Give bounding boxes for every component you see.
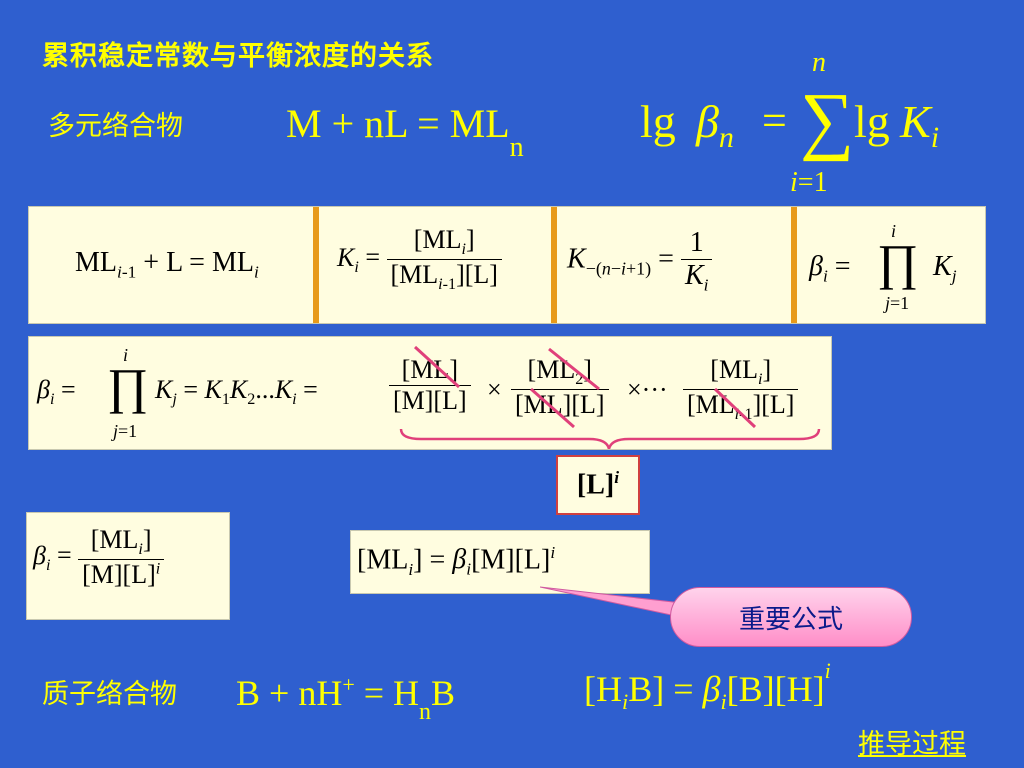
separator: [791, 207, 797, 323]
equation-ki-definition: Ki = [MLi][MLi-1][L]: [337, 225, 502, 294]
equation-beta-concentration: βi = [MLi][M][L]i: [33, 525, 165, 590]
equation-proton-complex: B + nH+ = HnB: [236, 672, 456, 726]
equation-lg-beta-sum: lg βn = n ∑ i=1 lg Ki: [640, 47, 940, 198]
slide-title: 累积稳定常数与平衡浓度的关系: [42, 41, 434, 72]
section-label-multi-complex: 多元络合物: [48, 111, 183, 142]
equation-multi-complex: M + nL = MLn: [286, 101, 524, 163]
cancellation-marks: [399, 345, 821, 449]
derivation-box: βi = i ∏ j=1 Kj = K1K2...Ki = [ML][M][L]…: [28, 336, 832, 450]
equation-mli-concentration: [MLi] = βi[M][L]i: [357, 543, 556, 579]
separator: [551, 207, 557, 323]
equation-hib-concentration: [HiB] = βi[B][H]i: [584, 658, 831, 715]
important-formula-callout: 重要公式: [670, 587, 912, 647]
equation-beta-expansion: βi = i ∏ j=1 Kj = K1K2...Ki = [ML][M][L]…: [37, 337, 827, 449]
beta-concentration-box: βi = [MLi][M][L]i: [26, 512, 230, 620]
stepwise-constants-box: MLi-1 + L = MLi Ki = [MLi][MLi-1][L] K−(…: [28, 206, 986, 324]
brace-result-box: [L]i: [556, 455, 640, 515]
derivation-link[interactable]: 推导过程: [858, 729, 966, 760]
equation-beta-product: βi = i ∏ j=1 Kj: [809, 221, 957, 313]
brace-result: [L]: [576, 469, 615, 501]
separator: [313, 207, 319, 323]
equation-stepwise-reaction: MLi-1 + L = MLi: [75, 247, 259, 282]
section-label-proton-complex: 质子络合物: [42, 679, 177, 710]
mli-concentration-box: [MLi] = βi[M][L]i: [350, 530, 650, 594]
